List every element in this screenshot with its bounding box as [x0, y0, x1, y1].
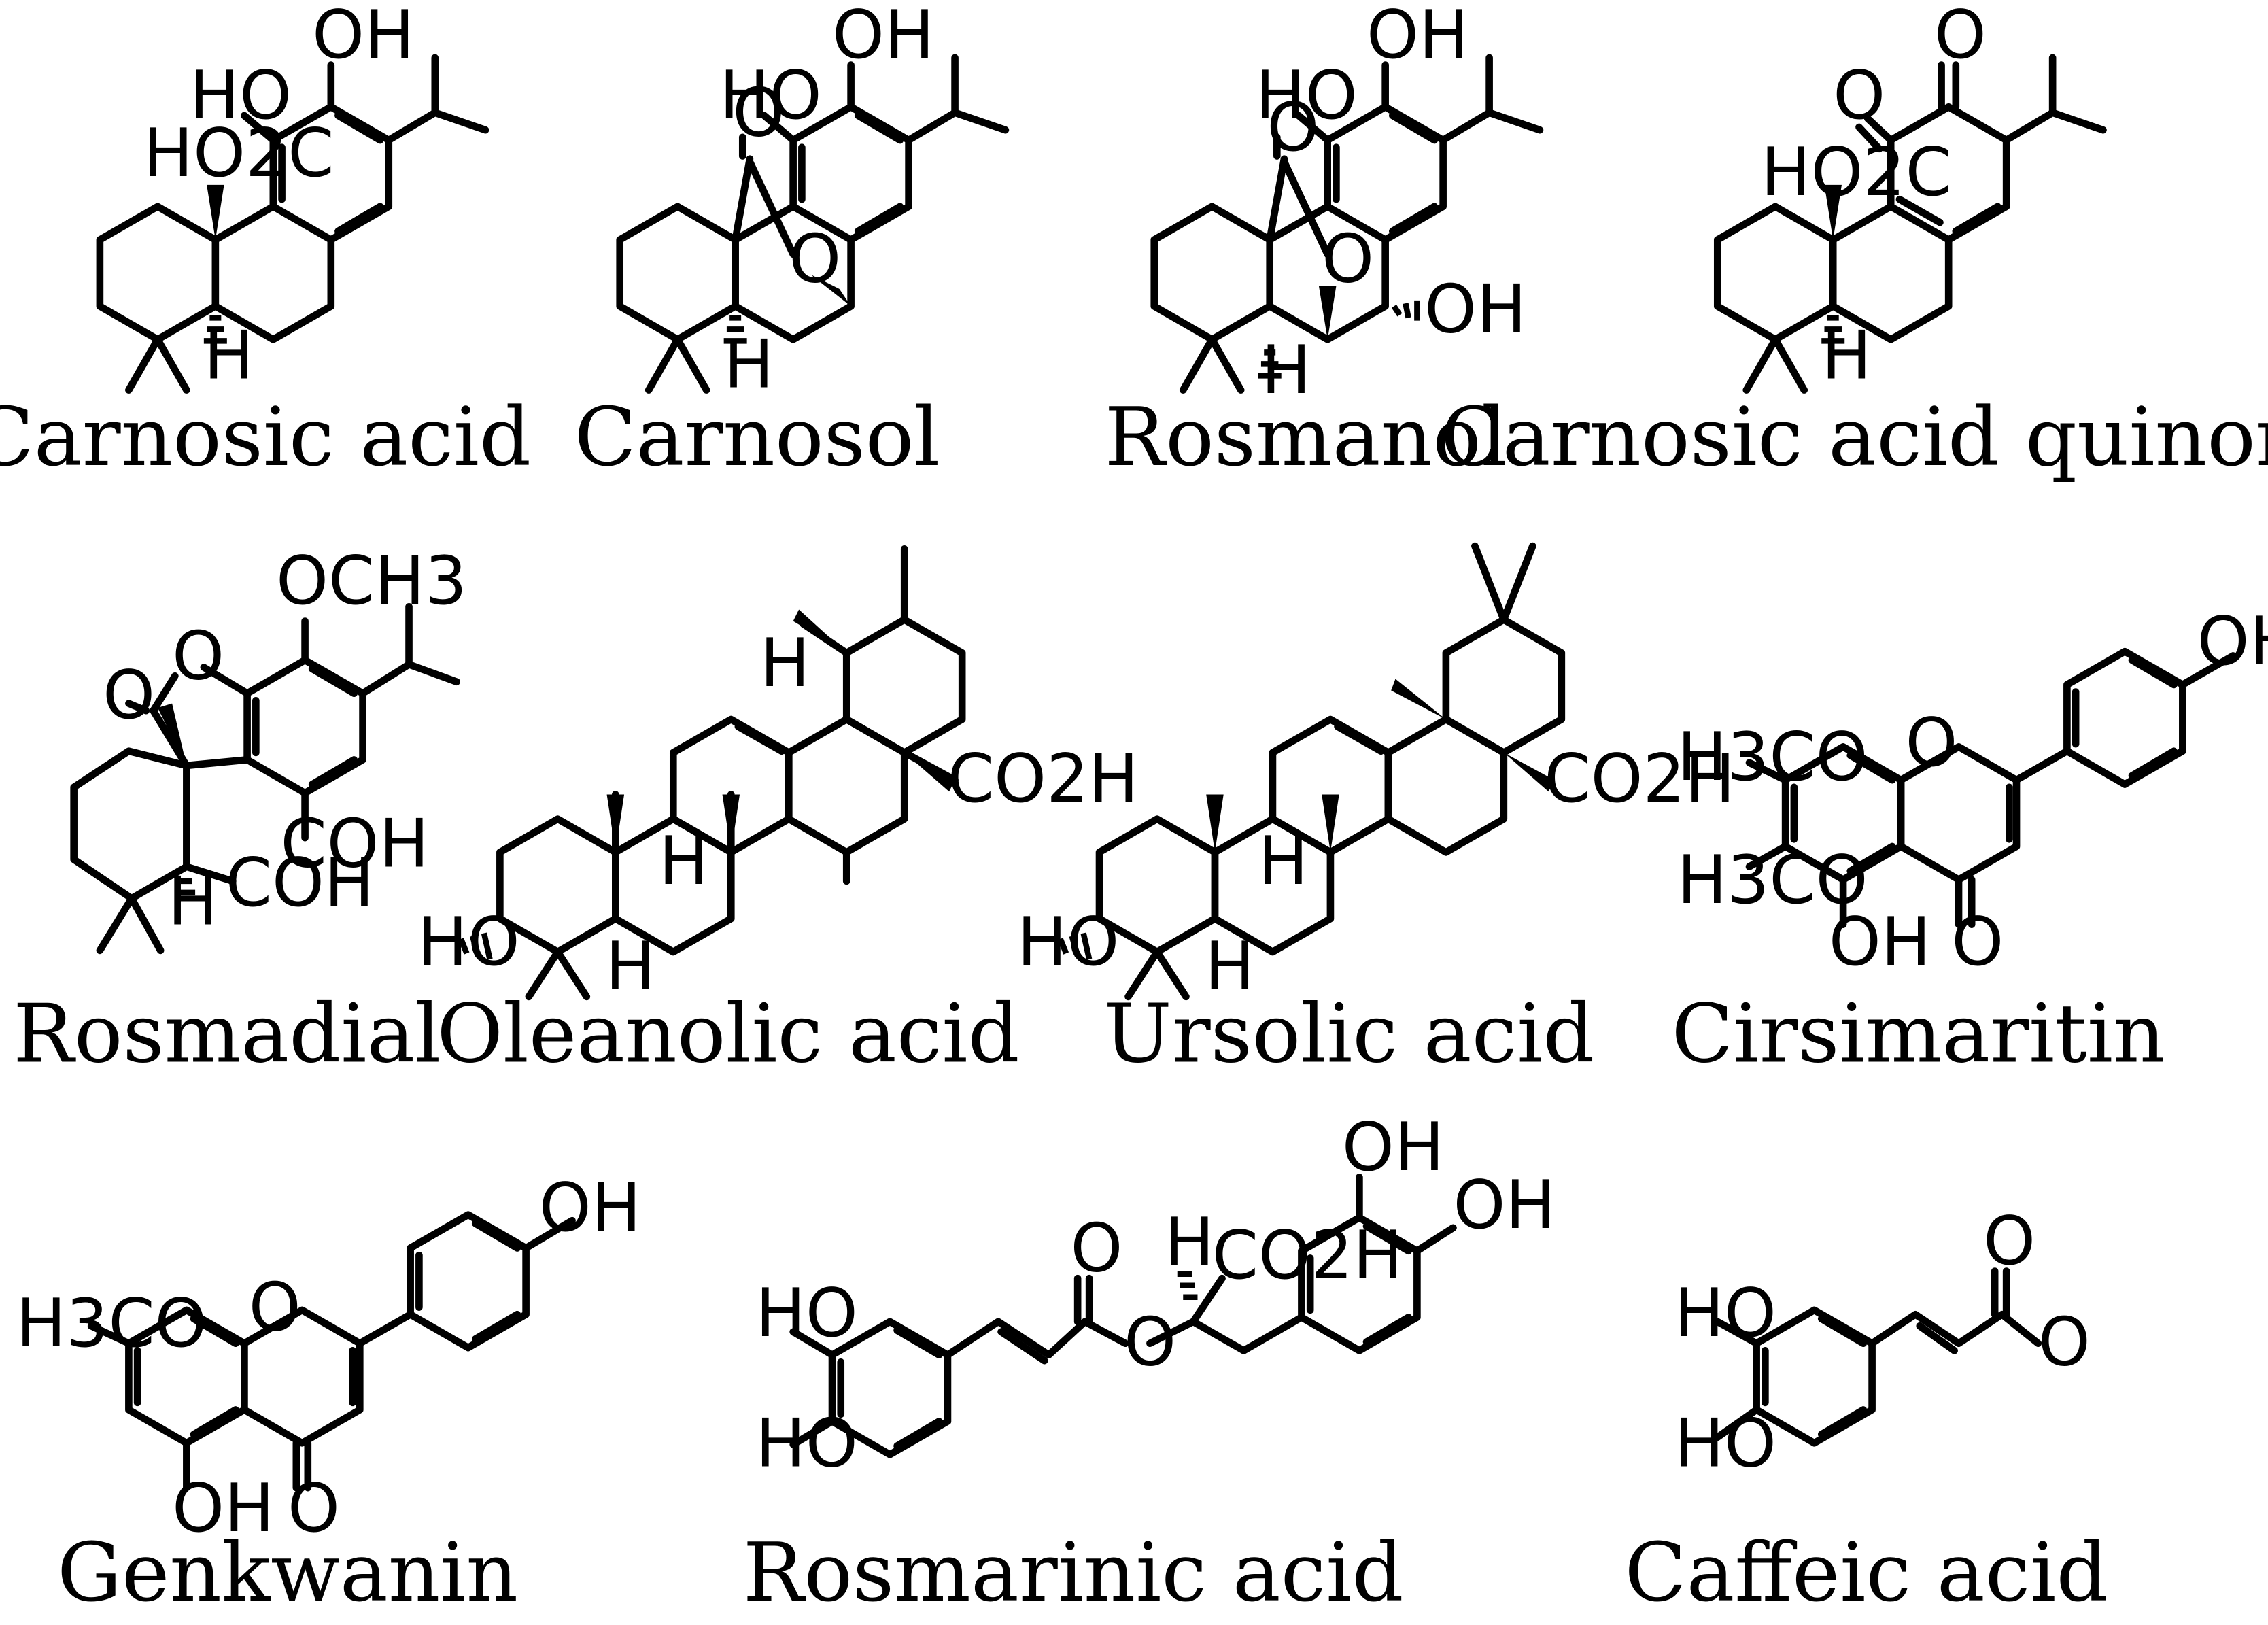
label-ho-1: HO	[190, 57, 292, 135]
label-co2h: CO2H	[948, 740, 1139, 818]
oleanolic-acid-structure: H CO2H H HO H	[417, 545, 1139, 1006]
label-o-carbonyl: O	[103, 657, 155, 734]
compound-carnosol: OH HO O O H Carnosol	[574, 0, 1010, 485]
label-o-carbonyl: O	[732, 75, 785, 152]
compound-rosmadial: OCH3 O O COH COH H Rosmadial	[13, 543, 467, 1081]
label-o-ester: O	[1124, 1304, 1176, 1382]
label-o-ether: O	[1322, 220, 1374, 298]
compound-genkwanin: OH O H3CO OH O Genkwanin	[16, 1169, 641, 1620]
label-o-ring: O	[1905, 704, 1957, 782]
label-oh-phenyl: OH	[2197, 603, 2268, 681]
label-h: H	[1821, 318, 1871, 395]
caffeic-acid-structure: O HO O HO	[1674, 1203, 2091, 1482]
label-o-acid: O	[2038, 1304, 2091, 1382]
label-oh-phenyl: OH	[539, 1169, 641, 1247]
label-ho: HO	[1255, 57, 1357, 135]
compound-caffeic-acid: O HO O HO Caffeic acid	[1625, 1203, 2108, 1620]
compound-name: Ursolic acid	[1104, 987, 1595, 1081]
label-ho-1: HO	[1674, 1275, 1776, 1352]
label-h-bottom: H	[1205, 928, 1254, 1006]
label-o-2: O	[1833, 57, 1885, 135]
label-co2h: CO2H	[1212, 1217, 1403, 1295]
label-ho-2: HO	[755, 1405, 857, 1482]
label-co2h: HO2C	[1761, 134, 1952, 211]
compound-carnosic-acid: OH HO HO2C H Carnosic acid	[0, 0, 531, 485]
label-h3co-1: H3CO	[1677, 719, 1868, 796]
compound-ursolic-acid: CO2H H HO H Ursolic acid	[1017, 542, 1735, 1081]
carnosic-acid-quinone-structure: O O HO2C H	[1713, 0, 2107, 395]
label-oh-1: OH	[312, 0, 414, 74]
label-oh-2: OH	[1454, 1167, 1556, 1244]
rosmadial-structure: OCH3 O O COH COH H	[70, 543, 467, 955]
label-h-top: H	[760, 625, 810, 702]
compound-rosmarinic-acid: OH OH H CO2H O HO O HO Rosmarinic acid	[743, 1109, 1556, 1620]
label-och3: OCH3	[276, 543, 467, 620]
compound-rosmanol: OH HO O O OH H Rosmanol	[1105, 0, 1544, 485]
ursolic-acid-structure: CO2H H HO H	[1017, 542, 1735, 1006]
carnosol-structure: OH HO O O H	[616, 0, 1010, 403]
label-oh-7: OH	[1424, 271, 1526, 349]
rosmarinic-acid-structure: OH OH H CO2H O HO O HO	[755, 1109, 1556, 1483]
label-h3co: H3CO	[16, 1285, 207, 1363]
label-oh: OH	[1367, 0, 1468, 74]
label-o-carbonyl: O	[1267, 89, 1319, 167]
label-oh-5: OH	[1829, 904, 1931, 981]
label-h: H	[724, 326, 774, 403]
label-ho-1: HO	[755, 1275, 857, 1352]
label-ho-2: HO	[1674, 1405, 1776, 1482]
label-coh-aryl: COH	[280, 806, 429, 883]
rosmanol-structure: OH HO O O OH H	[1150, 0, 1544, 409]
compound-name: Caffeic acid	[1625, 1526, 2108, 1620]
compound-name: Genkwanin	[57, 1526, 518, 1620]
label-o-ring: O	[172, 617, 224, 695]
label-o-carbonyl: O	[1983, 1203, 2035, 1280]
compound-carnosic-acid-quinone: O O HO2C H Carnosic acid quinone	[1441, 0, 2268, 485]
label-co2h: CO2H	[1544, 740, 1735, 818]
label-h: H	[168, 863, 218, 941]
label-h: H	[204, 318, 254, 395]
compound-name: Carnosic acid	[0, 391, 531, 485]
label-o-carbonyl: O	[1951, 904, 2004, 981]
label-ho: HO	[1017, 904, 1119, 981]
carnosic-acid-structure: OH HO HO2C H	[96, 0, 489, 395]
label-ho: HO	[417, 904, 519, 981]
label-o-ring: O	[249, 1269, 301, 1347]
label-co2h: HO2C	[143, 115, 334, 192]
compound-name: Oleanolic acid	[436, 987, 1019, 1081]
label-ho: HO	[719, 57, 821, 135]
compound-oleanolic-acid: H CO2H H HO H Oleanolic acid	[417, 545, 1139, 1081]
label-o-1: O	[1934, 0, 1987, 74]
label-o-carbonyl: O	[288, 1470, 340, 1547]
label-oh-5: OH	[172, 1470, 274, 1547]
compound-cirsimaritin: OH O H3CO H3CO OH O Cirsimaritin	[1672, 603, 2268, 1081]
compound-name: Rosmarinic acid	[743, 1526, 1404, 1620]
compound-name: Rosmadial	[13, 987, 441, 1081]
label-h: H	[1261, 332, 1311, 409]
label-coh-alkyl: COH	[226, 844, 375, 922]
label-h3co-2: H3CO	[1677, 842, 1868, 919]
genkwanin-structure: OH O H3CO OH O	[16, 1169, 641, 1547]
label-o-ether: O	[789, 220, 841, 298]
label-h-mid: H	[659, 823, 708, 900]
compound-name: Carnosic acid quinone	[1441, 391, 2268, 485]
label-oh: OH	[832, 0, 934, 74]
label-h: H	[1165, 1204, 1214, 1282]
compound-name: Carnosol	[574, 391, 940, 485]
label-oh-1: OH	[1342, 1109, 1444, 1186]
cirsimaritin-structure: OH O H3CO H3CO OH O	[1677, 603, 2268, 981]
compound-name: Rosmanol	[1105, 391, 1507, 485]
label-o-carbonyl: O	[1071, 1210, 1123, 1288]
label-h-bottom: H	[605, 928, 655, 1006]
label-h-mid: H	[1258, 823, 1308, 900]
compound-name: Cirsimaritin	[1672, 987, 2165, 1081]
